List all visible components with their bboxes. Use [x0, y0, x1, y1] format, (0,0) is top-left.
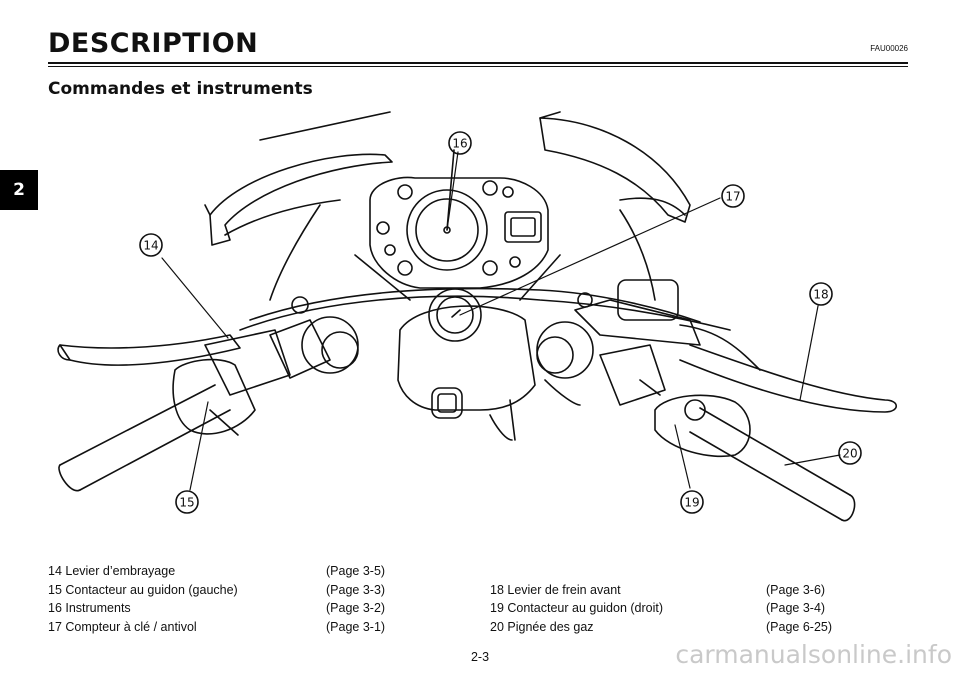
callout-20-label: 20	[842, 447, 857, 461]
legend-label: 18 Levier de frein avant	[490, 582, 621, 597]
legend-page-ref: (Page 3-1)	[326, 619, 386, 634]
handlebar-controls-diagram: 14 15 16 17 18 19 20	[57, 111, 898, 522]
left-controls	[57, 296, 359, 436]
legend-page-ref: (Page 3-2)	[326, 601, 386, 615]
legend-label: 15 Contacteur au guidon (gauche)	[48, 582, 238, 597]
callout-leaders	[161, 151, 841, 491]
legend-label: 20 Pignée des gaz	[490, 619, 594, 634]
callout-20: 20	[838, 441, 862, 465]
callout-15-label: 15	[179, 496, 194, 510]
callout-17: 17	[721, 184, 745, 208]
callout-17-label: 17	[725, 190, 740, 204]
callout-14-label: 14	[143, 239, 158, 253]
callout-18-label: 18	[813, 288, 828, 302]
page-title: DESCRIPTION	[48, 28, 259, 59]
chapter-tab: 2	[0, 170, 38, 210]
callout-15: 15	[175, 490, 199, 514]
right-controls	[536, 279, 898, 458]
callout-16: 16	[448, 131, 472, 155]
legend-page-ref: (Page 3-5)	[326, 564, 386, 578]
handlebar	[58, 254, 856, 522]
watermark: carmanualsonline.info	[675, 640, 952, 669]
legend-label: 17 Compteur à clé / antivol	[48, 619, 197, 634]
legend-page-ref: (Page 6-25)	[766, 619, 833, 634]
callout-19-label: 19	[684, 496, 699, 510]
header-rule-thin	[48, 66, 908, 67]
page-number: 2-3	[470, 650, 490, 664]
legend-label: 14 Levier d’embrayage	[48, 564, 176, 578]
instrument-cluster	[369, 149, 549, 289]
fairing-outline	[204, 111, 691, 301]
legend-page-ref: (Page 3-3)	[326, 582, 386, 597]
callout-18: 18	[809, 282, 833, 306]
legend-page-ref: (Page 3-4)	[766, 601, 826, 615]
callout-14: 14	[139, 233, 163, 257]
top-clamp	[397, 288, 581, 441]
legend-page-ref: (Page 3-6)	[766, 582, 826, 597]
legend-label: 19 Contacteur au guidon (droit)	[490, 601, 664, 615]
section-subtitle: Commandes et instruments	[48, 79, 313, 99]
legend-label: 16 Instruments	[48, 601, 131, 615]
callout-19: 19	[680, 490, 704, 514]
callout-16-label: 16	[452, 137, 467, 151]
document-code: FAU00026	[870, 44, 908, 53]
header-rule-thick	[48, 62, 908, 64]
